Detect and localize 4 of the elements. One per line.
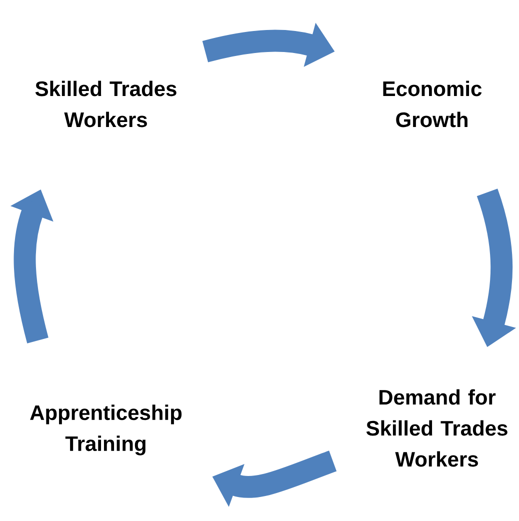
cycle-label: Economic Growth [383, 80, 482, 128]
cycle-label: Demand for Skilled Trades Workers [366, 389, 508, 467]
cycle-label: Apprenticeship Training [30, 404, 182, 456]
cycle-label: Skilled Trades Workers [35, 80, 176, 128]
